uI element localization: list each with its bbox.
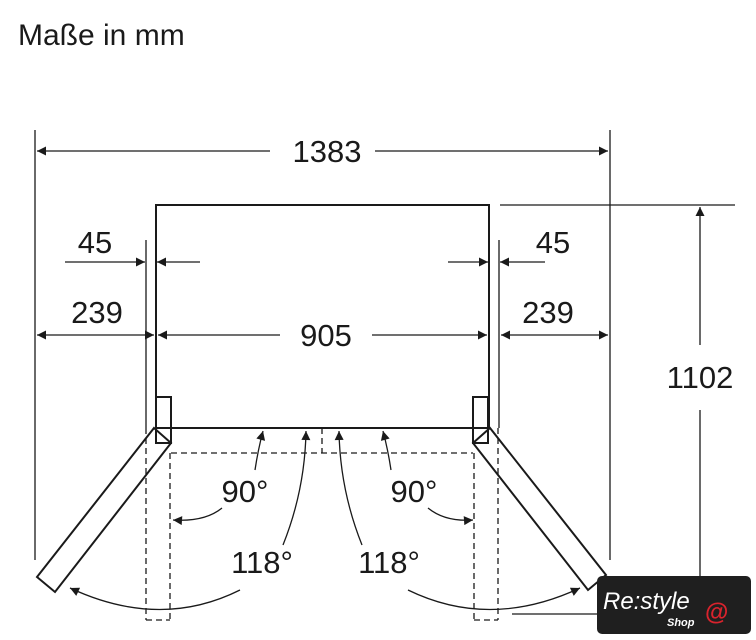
logo-at: @ bbox=[705, 599, 728, 626]
dimension-45: 45 45 bbox=[65, 225, 570, 267]
right-90-label: 90° bbox=[391, 474, 438, 509]
dimension-row-widths: 239 905 239 bbox=[37, 295, 608, 353]
left-gap-label: 45 bbox=[78, 225, 112, 260]
right-side-label: 239 bbox=[522, 295, 574, 330]
right-gap-label: 45 bbox=[536, 225, 570, 260]
dimension-depth: 1102 bbox=[667, 207, 734, 600]
left-side-label: 239 bbox=[71, 295, 123, 330]
fridge-outline bbox=[35, 204, 608, 594]
depth-label: 1102 bbox=[667, 360, 734, 395]
left-90-label: 90° bbox=[222, 474, 269, 509]
total-width-label: 1383 bbox=[293, 134, 362, 169]
logo-sub: Shop bbox=[667, 617, 695, 629]
logo-text: Re:style bbox=[603, 588, 690, 615]
restyle-shop-logo: Re:style @ Shop bbox=[597, 576, 751, 634]
angle-arrows: 90° 90° 118° 118° bbox=[69, 430, 581, 611]
dimension-total-width: 1383 bbox=[37, 134, 608, 169]
left-118-label: 118° bbox=[231, 545, 293, 580]
cabinet-width-label: 905 bbox=[300, 318, 352, 353]
page-title: Maße in mm bbox=[18, 19, 185, 52]
extension-lines bbox=[34, 130, 735, 615]
right-118-label: 118° bbox=[358, 545, 420, 580]
door-swing-dashed bbox=[145, 428, 499, 621]
